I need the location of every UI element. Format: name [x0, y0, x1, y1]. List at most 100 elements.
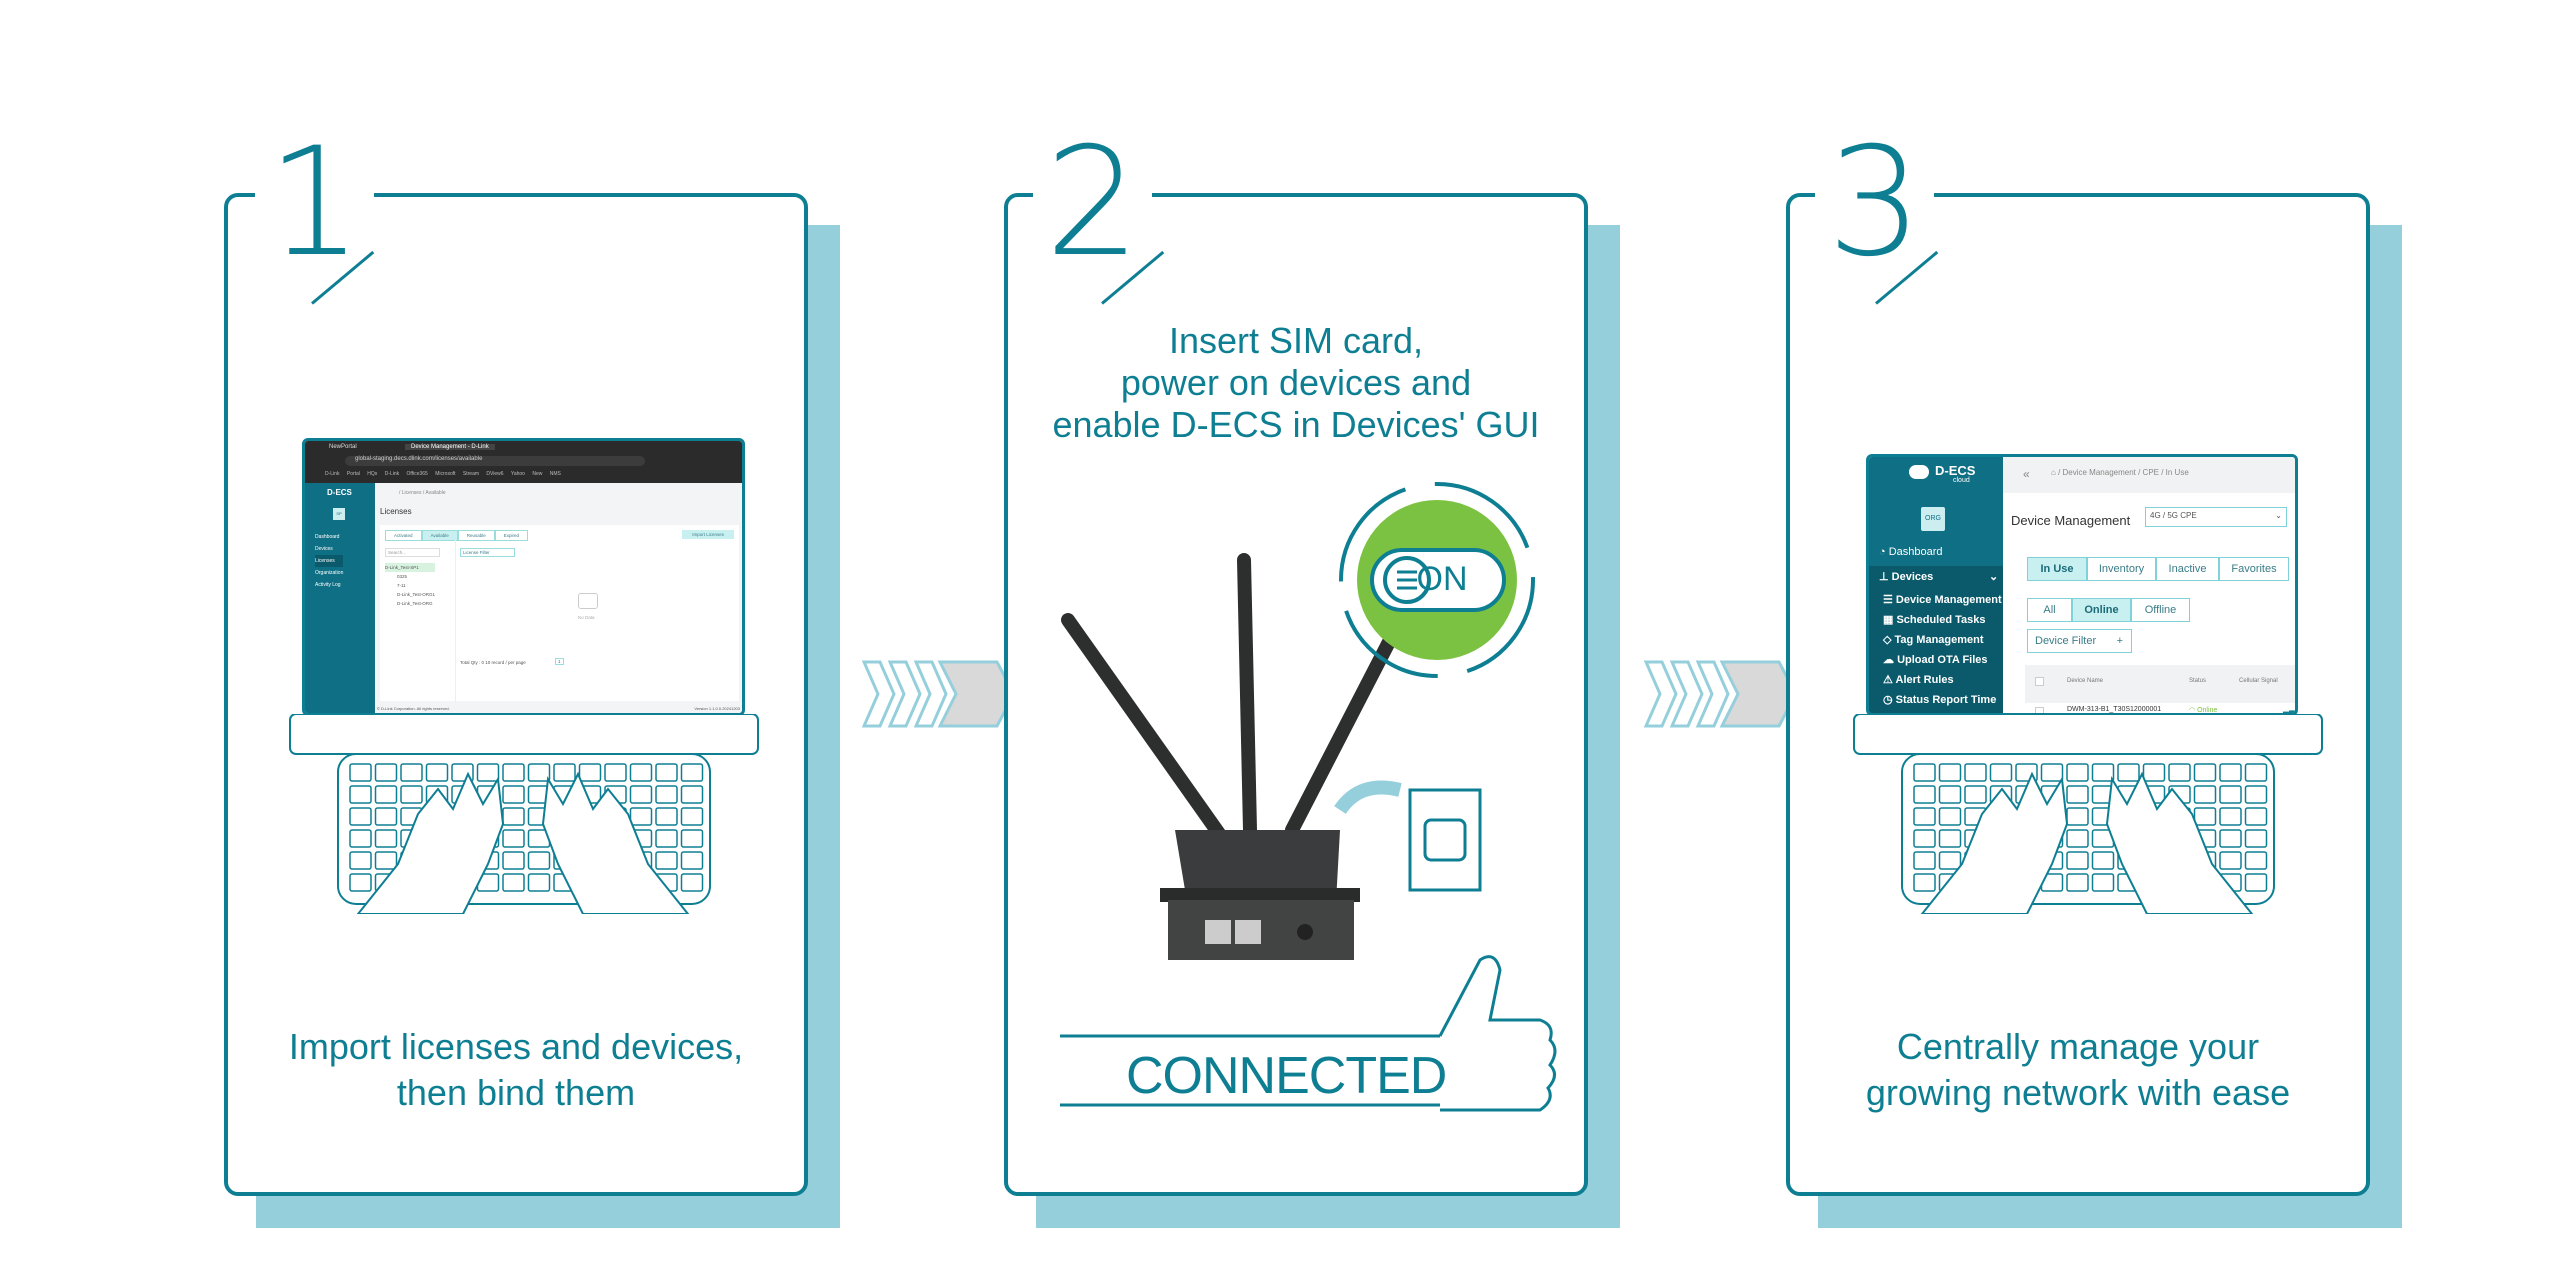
org-badge[interactable]: ORG	[1921, 507, 1945, 531]
keyboard-with-hands-icon	[289, 714, 759, 914]
keyboard-key	[1913, 829, 1936, 848]
device-filter-button[interactable]: Device Filter+	[2027, 629, 2132, 653]
tab-favorites[interactable]: Favorites	[2219, 557, 2289, 581]
row-checkbox[interactable]	[2035, 707, 2044, 713]
device-type-select[interactable]: 4G / 5G CPE ⌄	[2145, 507, 2287, 527]
filter-offline[interactable]: Offline	[2131, 598, 2190, 622]
keyboard-key	[502, 785, 525, 804]
bookmarks-bar: D-Link Portal HQs D-Link Office365 Micro…	[325, 471, 561, 477]
caption-line: Import licenses and devices,	[288, 1026, 744, 1067]
nav-tag-management[interactable]: ◇ Tag Management	[1883, 634, 1984, 646]
tab-inactive[interactable]: Inactive	[2156, 557, 2219, 581]
nav-dashboard[interactable]: Dashboard	[315, 534, 340, 540]
column-device-name[interactable]: Device Name	[2067, 678, 2104, 684]
column-cellular-signal[interactable]: Cellular Signal	[2239, 678, 2278, 684]
bookmark[interactable]: D-Link Office365	[384, 471, 428, 477]
filter-all[interactable]: All	[2027, 598, 2072, 622]
table-row[interactable]: DWM-313-B1_T30S12000001 ◠ Online ▂▃▅▇	[2025, 703, 2296, 714]
nav-scheduled-tasks[interactable]: ▦ Scheduled Tasks	[1883, 614, 1986, 626]
step-2-number: 2	[1033, 128, 1153, 278]
keyboard-key	[1913, 873, 1936, 892]
keyboard-key	[629, 785, 653, 804]
keyboard-key	[2219, 829, 2242, 848]
nav-label: Device Management	[1895, 594, 2002, 606]
bookmark[interactable]: DView6	[486, 471, 504, 477]
keyboard-key	[2244, 829, 2268, 848]
step-2-title: Insert SIM card, power on devices and en…	[1004, 320, 1588, 446]
nav-devices[interactable]: Devices	[315, 546, 333, 552]
nav-licenses[interactable]: Licenses	[315, 555, 344, 567]
device-name[interactable]: DWM-313-B1_T30S12000001	[2067, 706, 2162, 713]
search-input[interactable]: Search...	[385, 548, 440, 557]
arrow-right-icon	[1644, 660, 1798, 728]
nav-activity-log[interactable]: Activity Log	[315, 582, 341, 588]
keyboard-key	[2091, 851, 2115, 870]
nav-organization[interactable]: Organization	[315, 570, 344, 576]
nav-upload-ota[interactable]: ☁ Upload OTA Files	[1883, 654, 1988, 666]
keyboard-key	[680, 807, 704, 826]
keyboard-key	[2244, 873, 2268, 892]
caption-line: growing network with ease	[1865, 1072, 2291, 1113]
bookmark[interactable]: New NMS	[532, 471, 561, 477]
browser-tab-active[interactable]: Device Management - D-Link	[405, 444, 495, 450]
breadcrumb: ⌂ / Device Management / CPE / In Use	[2051, 468, 2189, 477]
arrow-right-icon	[862, 660, 1016, 728]
bookmark[interactable]: D-Link Portal HQs	[325, 471, 378, 477]
plus-icon: +	[2116, 635, 2123, 647]
keyboard-key	[1913, 763, 1936, 782]
keyboard-key	[655, 763, 678, 782]
tab-in-use[interactable]: In Use	[2027, 557, 2087, 581]
signal-bars-icon: ▂▃▅▇	[2283, 705, 2296, 714]
tab-reusable[interactable]: Reusable	[457, 530, 495, 541]
status-online: ◠ Online	[2189, 707, 2218, 714]
tree-item[interactable]: D-Link_Test-SP1	[385, 563, 436, 572]
keyboard-key	[502, 851, 525, 870]
keyboard-key	[502, 829, 525, 848]
page-number[interactable]: 1	[555, 658, 564, 665]
keyboard-key	[451, 763, 474, 782]
select-all-checkbox[interactable]	[2035, 677, 2044, 686]
nav-devices[interactable]: ⊥ Devices ⌄	[1879, 571, 1999, 583]
import-licenses-button[interactable]: Import Licenses	[682, 530, 734, 539]
keyboard-key	[2244, 763, 2268, 782]
tree-item[interactable]: D-Link_Test-ORG	[397, 601, 433, 606]
filter-online[interactable]: Online	[2072, 598, 2131, 622]
license-filter-button[interactable]: License Filter	[460, 548, 515, 557]
nav-label: Devices	[1891, 571, 1934, 583]
bookmark[interactable]: Microsoft Stream	[435, 471, 480, 477]
nav-dashboard[interactable]: ◔ Dashboard	[1879, 546, 1943, 558]
keyboard-key	[578, 763, 602, 782]
org-badge[interactable]: SP	[333, 508, 345, 520]
column-status[interactable]: Status	[2189, 678, 2207, 684]
tab-inventory[interactable]: Inventory	[2087, 557, 2156, 581]
keyboard-key	[680, 851, 704, 870]
keyboard-key	[2142, 763, 2166, 782]
keyboard-key	[2219, 785, 2242, 804]
tab-expired[interactable]: Expired	[494, 530, 528, 541]
collapse-icon[interactable]: «	[2023, 467, 2030, 481]
bookmark[interactable]: Yahoo	[510, 471, 525, 477]
browser-tab[interactable]: NewPortal	[329, 444, 357, 450]
tab-available[interactable]: Available	[421, 530, 458, 541]
empty-tray-icon	[578, 593, 598, 609]
chevron-down-icon: ⌄	[2275, 511, 2282, 520]
tree-item[interactable]: D-Link_Test-ORG1	[397, 592, 436, 597]
nav-alert-rules[interactable]: ⚠ Alert Rules	[1883, 674, 1954, 686]
select-value: 4G / 5G CPE	[2150, 511, 2197, 520]
org-tree: D-Link_Test-SP1 0325 7-11 D-Link_Test-OR…	[385, 563, 436, 608]
nav-status-report-time[interactable]: ◷ Status Report Time	[1883, 694, 1997, 706]
keyboard-key	[1938, 851, 1962, 870]
keyboard-key	[629, 763, 653, 782]
keyboard-key	[400, 785, 423, 804]
toggle-on-label: ON	[1416, 560, 1468, 598]
keyboard-key	[2066, 763, 2089, 782]
nav-device-management[interactable]: ☰ Device Management	[1883, 594, 2002, 606]
tree-item[interactable]: 7-11	[397, 583, 406, 588]
keyboard-key	[1964, 763, 1987, 782]
nav-label: Tag Management	[1894, 634, 1984, 646]
keyboard-key	[374, 807, 398, 826]
tree-item[interactable]: 0325	[397, 574, 408, 579]
nav-label: Alert Rules	[1895, 674, 1954, 686]
url-bar[interactable]: global-staging.decs.dlink.com/licenses/a…	[345, 456, 645, 466]
tab-activated[interactable]: Activated	[385, 530, 422, 541]
